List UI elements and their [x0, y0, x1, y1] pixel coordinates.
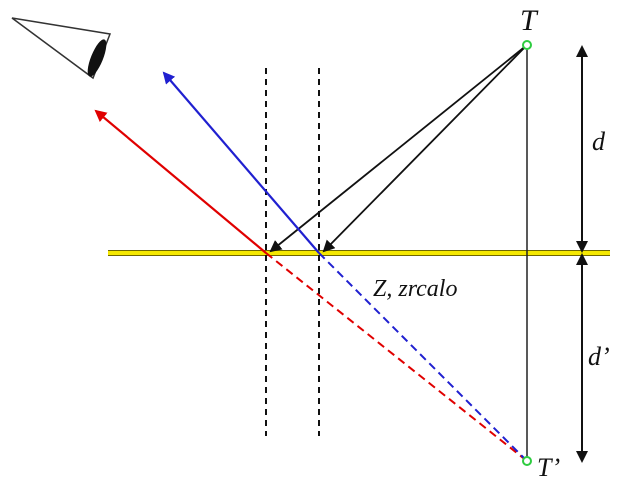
- eye-icon: [11, 17, 112, 80]
- incident-ray-right: [322, 44, 528, 253]
- image-point-marker: [522, 456, 532, 466]
- object-point-label: T: [520, 4, 539, 37]
- image-distance-label: d’: [588, 342, 610, 371]
- mirror-label: Z, zrcalo: [373, 276, 457, 302]
- virtual-ray-blue: [318, 252, 528, 462]
- incident-ray-left: [269, 44, 528, 253]
- reflected-ray-red: [94, 109, 267, 254]
- virtual-ray-red: [265, 252, 528, 462]
- object-point-marker: [522, 40, 532, 50]
- image-point-label: T’: [537, 453, 560, 481]
- reflected-ray-blue: [162, 71, 320, 254]
- object-distance-label: d: [592, 127, 606, 156]
